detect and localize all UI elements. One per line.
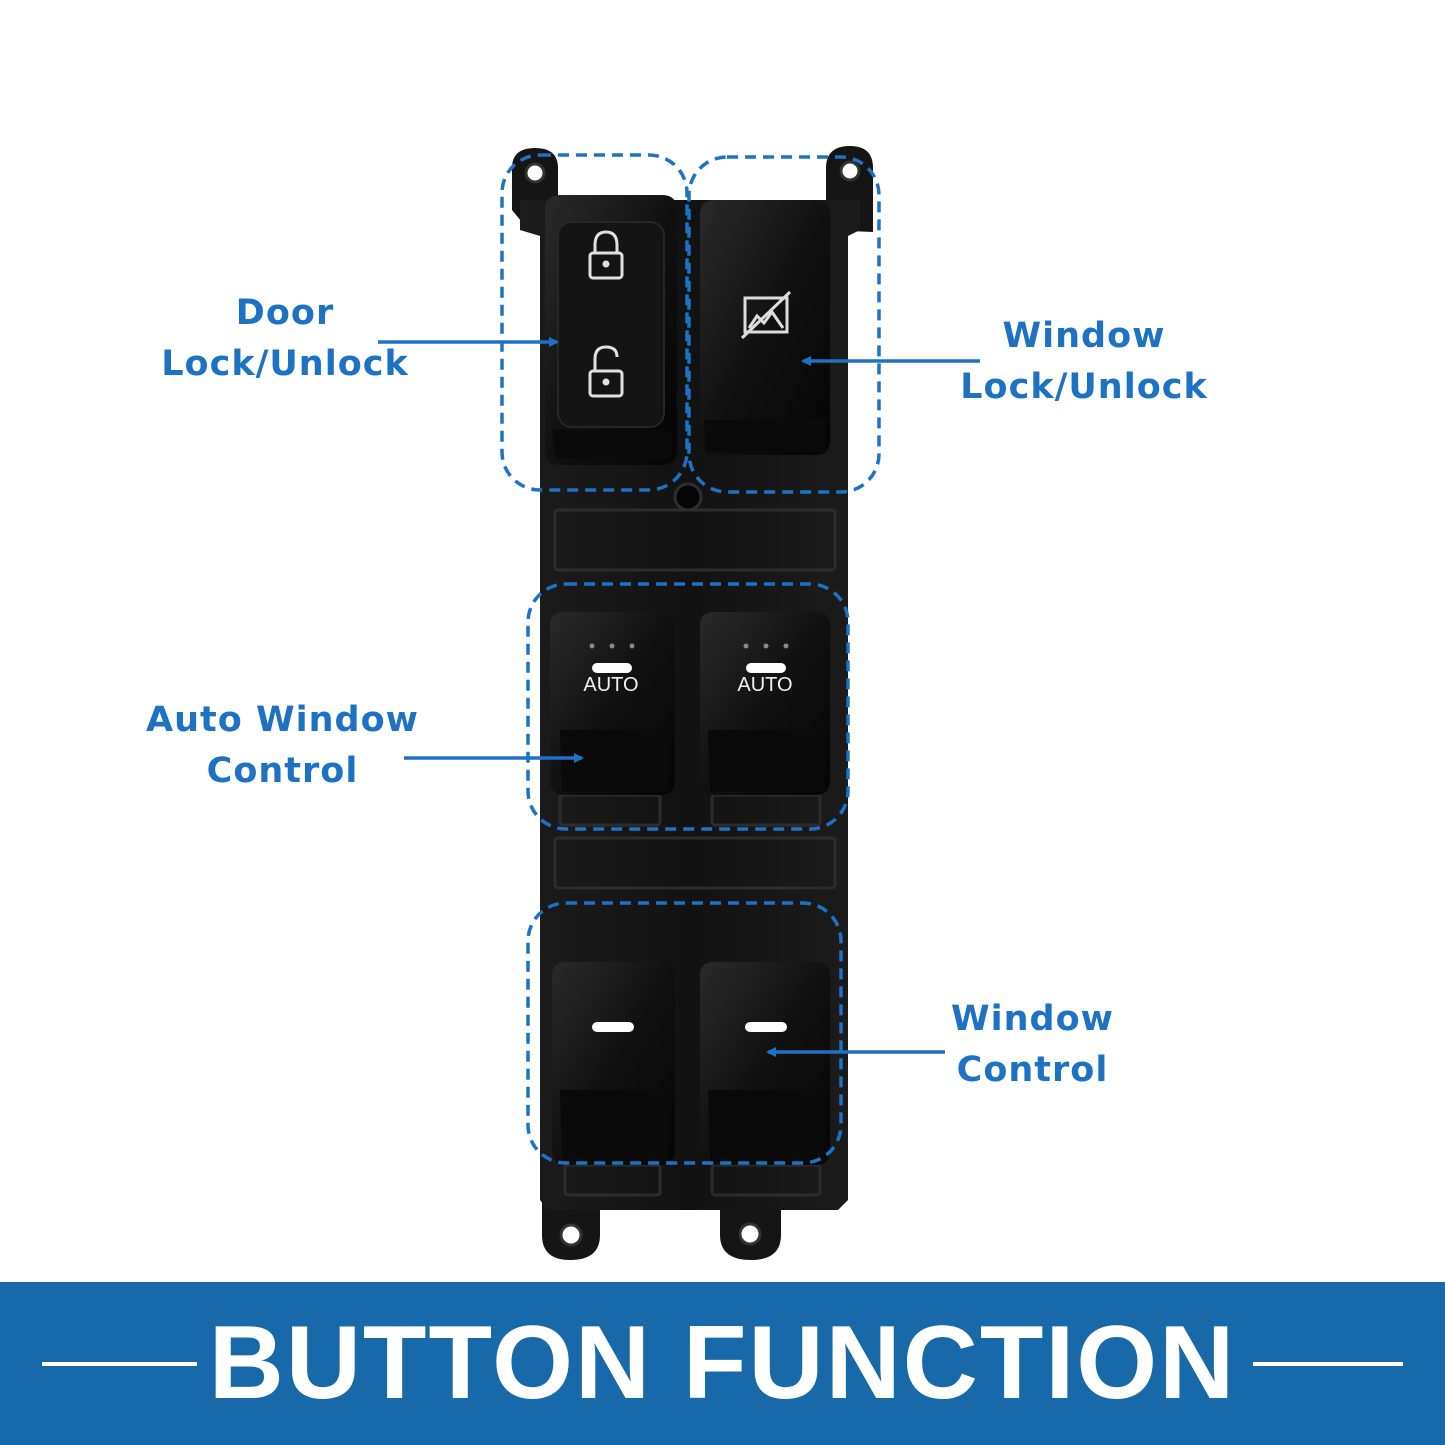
banner-title: BUTTON FUNCTION bbox=[208, 1305, 1237, 1421]
door-lock-highlight bbox=[500, 153, 689, 492]
auto-window-label-line1: Auto Window bbox=[146, 700, 419, 740]
window-switch-right[interactable] bbox=[700, 962, 830, 1165]
auto-window-label-line2: Control bbox=[206, 751, 359, 791]
window-lock-highlight bbox=[687, 155, 881, 494]
window-lock-button[interactable] bbox=[700, 200, 830, 455]
title-banner: BUTTON FUNCTION bbox=[0, 1282, 1445, 1445]
auto-window-switch-right[interactable] bbox=[700, 612, 830, 795]
housing-screw-hole bbox=[673, 482, 703, 512]
callout-arrows bbox=[378, 337, 980, 1057]
banner-rule-right bbox=[1253, 1362, 1403, 1366]
auto-window-label: Auto Window Control bbox=[130, 695, 435, 797]
door-lock-label-line1: Door bbox=[235, 293, 335, 333]
window-lock-icon bbox=[740, 290, 792, 340]
auto-window-switch-left[interactable] bbox=[550, 612, 675, 795]
door-lock-label-line2: Lock/Unlock bbox=[161, 344, 409, 384]
window-control-label-line2: Control bbox=[956, 1050, 1109, 1090]
banner-rule-left bbox=[42, 1362, 197, 1366]
window-control-label: Window Control bbox=[920, 994, 1145, 1096]
lock-open-icon bbox=[588, 345, 624, 398]
window-lock-label-line1: Window bbox=[1002, 316, 1166, 356]
auto-label-left: AUTO bbox=[583, 674, 638, 696]
highlight-outlines bbox=[500, 153, 881, 1165]
switch-panel-diagram: AUTO AUTO bbox=[378, 146, 980, 1260]
door-lock-label: Door Lock/Unlock bbox=[150, 288, 420, 390]
door-lock-button[interactable] bbox=[545, 195, 677, 465]
lock-closed-icon bbox=[588, 230, 624, 280]
window-control-highlight bbox=[526, 901, 843, 1165]
window-lock-label-line2: Lock/Unlock bbox=[960, 367, 1208, 407]
window-lock-label: Window Lock/Unlock bbox=[945, 311, 1223, 413]
window-control-label-line1: Window bbox=[951, 999, 1114, 1039]
auto-label-right: AUTO bbox=[737, 674, 792, 696]
auto-window-highlight bbox=[526, 582, 850, 831]
window-switch-left[interactable] bbox=[552, 962, 675, 1165]
